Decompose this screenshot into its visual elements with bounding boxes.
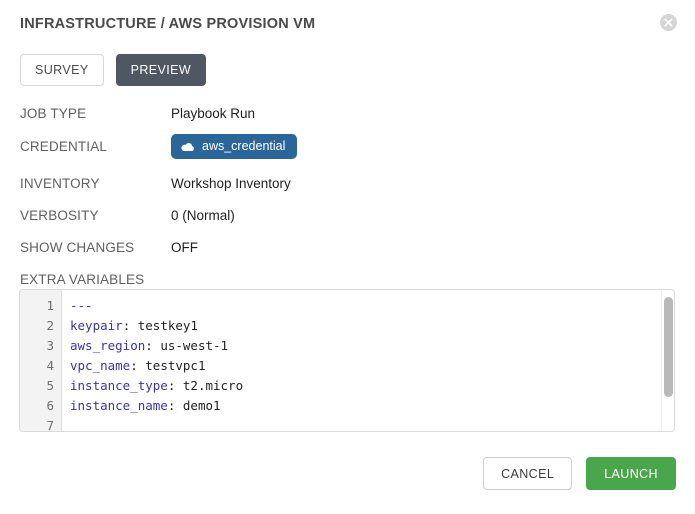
job-detail-fields: JOB TYPE Playbook Run CREDENTIAL aws_cre… (20, 104, 675, 270)
code-line: keypair: testkey1 (70, 316, 674, 336)
code-token-punct: : (167, 378, 176, 393)
cloud-icon (181, 142, 195, 152)
code-line: instance_name: demo1 (70, 396, 674, 416)
extra-variables-label: EXTRA VARIABLES (20, 272, 145, 287)
extra-variables-editor[interactable]: 1 2 3 4 5 6 7 --- keypair: testkey1 aws_… (19, 289, 675, 432)
code-token-value: t2.micro (175, 378, 244, 393)
tab-survey[interactable]: SURVEY (20, 54, 104, 86)
code-token-punct: : (130, 358, 138, 373)
gutter-line-number: 5 (46, 378, 54, 393)
field-row-verbosity: VERBOSITY 0 (Normal) (20, 206, 675, 227)
credential-badge[interactable]: aws_credential (171, 134, 298, 159)
gutter-line-number: 7 (46, 418, 54, 432)
code-token-punct: : (167, 398, 176, 413)
launch-button[interactable]: LAUNCH (586, 456, 676, 490)
field-label-show-changes: SHOW CHANGES (20, 240, 135, 255)
editor-code-area[interactable]: --- keypair: testkey1 aws_region: us-wes… (62, 290, 674, 431)
field-row-credential: CREDENTIAL aws_credential (20, 134, 675, 162)
code-line: instance_type: t2.micro (70, 376, 674, 396)
editor-scrollbar-thumb[interactable] (664, 297, 673, 397)
tab-row: SURVEY PREVIEW (20, 54, 207, 86)
code-line: vpc_name: testvpc1 (70, 356, 674, 376)
editor-gutter: 1 2 3 4 5 6 7 (20, 290, 62, 431)
code-token-key: --- (70, 298, 93, 313)
field-label-inventory: INVENTORY (20, 176, 100, 191)
field-row-show-changes: SHOW CHANGES OFF (20, 238, 675, 259)
gutter-line-number: 6 (46, 398, 54, 413)
field-value-credential: aws_credential (171, 134, 298, 162)
code-line: --- (70, 296, 674, 316)
code-line: aws_region: us-west-1 (70, 336, 674, 356)
close-icon[interactable] (660, 14, 677, 31)
gutter-line-number: 4 (46, 358, 54, 373)
field-row-job-type: JOB TYPE Playbook Run (20, 104, 675, 125)
dialog-header: INFRASTRUCTURE / AWS PROVISION VM (20, 14, 677, 38)
field-label-verbosity: VERBOSITY (20, 208, 99, 223)
credential-badge-label: aws_credential (202, 139, 286, 153)
cancel-button[interactable]: CANCEL (483, 456, 573, 490)
field-label-job-type: JOB TYPE (20, 106, 87, 121)
gutter-line-number: 3 (46, 338, 54, 353)
code-token-value: testvpc1 (137, 358, 206, 373)
field-row-inventory: INVENTORY Workshop Inventory (20, 174, 675, 195)
code-token-value: us-west-1 (152, 338, 229, 353)
code-token-key: instance_name (70, 398, 168, 413)
code-token-key: keypair (70, 318, 123, 333)
field-value-verbosity: 0 (Normal) (171, 208, 235, 223)
code-token-key: instance_type (70, 378, 168, 393)
gutter-line-number: 2 (46, 318, 54, 333)
dialog-footer: CANCEL LAUNCH (483, 456, 676, 490)
gutter-line-number: 1 (46, 298, 54, 313)
code-token-value: testkey1 (130, 318, 198, 333)
code-token-key: vpc_name (70, 358, 131, 373)
field-label-credential: CREDENTIAL (20, 139, 108, 154)
field-value-job-type: Playbook Run (171, 106, 256, 121)
editor-scrollbar[interactable] (661, 290, 674, 431)
page-title: INFRASTRUCTURE / AWS PROVISION VM (20, 16, 316, 32)
code-token-key: aws_region (70, 338, 146, 353)
field-value-inventory: Workshop Inventory (171, 176, 291, 191)
field-value-show-changes: OFF (171, 240, 198, 255)
code-token-punct: : (145, 338, 153, 353)
code-token-value: demo1 (175, 398, 221, 413)
tab-preview[interactable]: PREVIEW (115, 54, 207, 86)
code-token-punct: : (122, 318, 131, 333)
